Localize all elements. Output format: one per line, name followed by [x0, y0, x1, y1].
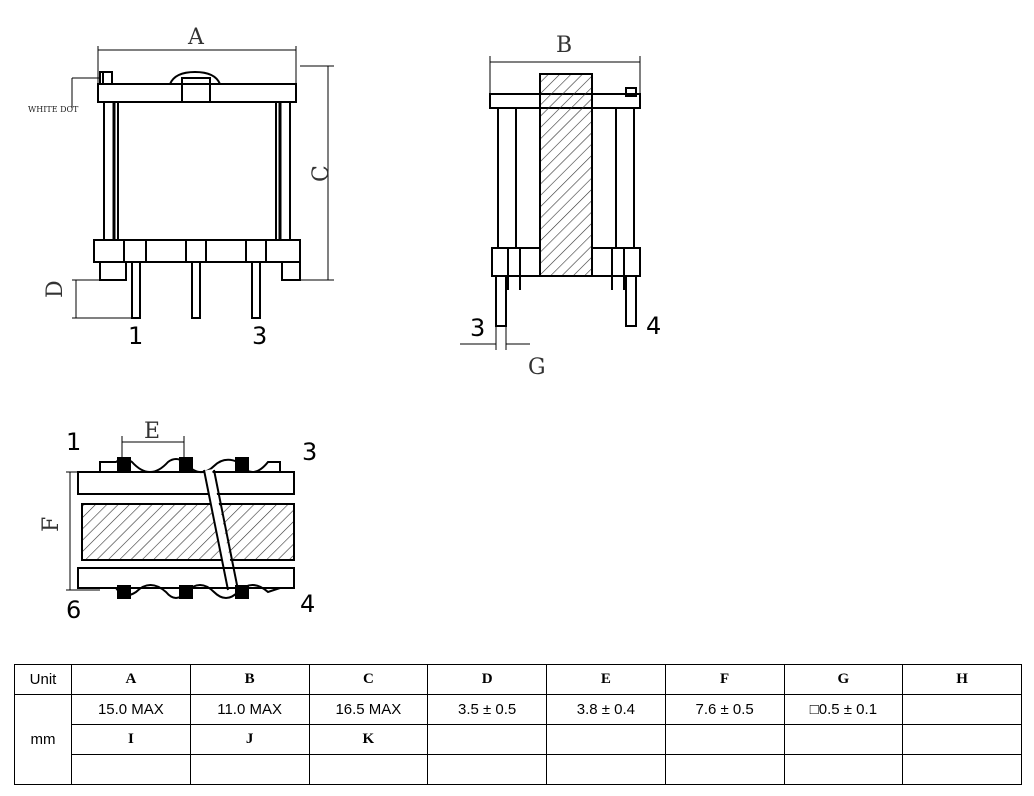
- table-cell: 3.8 ± 0.4: [546, 694, 666, 725]
- col-header: J: [189, 724, 310, 755]
- front-pin-1: 1: [128, 322, 143, 350]
- col-header: I: [71, 724, 191, 755]
- col-header: G: [783, 664, 904, 695]
- unit-header: Unit: [14, 664, 72, 695]
- dim-label-c: C: [309, 165, 334, 182]
- table-cell: [902, 754, 1022, 785]
- front-view: A WHITE DOT C: [28, 25, 334, 350]
- col-header: [902, 724, 1022, 755]
- col-header: H: [902, 664, 1022, 695]
- bottom-pin-6: 6: [66, 596, 81, 624]
- col-header: B: [189, 664, 310, 695]
- table-cell: [546, 754, 666, 785]
- col-header: [427, 724, 547, 755]
- dim-label-g: G: [528, 355, 546, 380]
- col-header: [783, 724, 904, 755]
- side-view: B G 3 4: [460, 33, 661, 380]
- col-header: C: [308, 664, 429, 695]
- dim-label-a: A: [187, 25, 205, 50]
- unit-value: mm: [14, 694, 72, 785]
- dimension-table: Unit A B C D E F G H mm 15.0 MAX 11.0 MA…: [14, 664, 1022, 785]
- table-cell: [71, 754, 191, 785]
- table-cell: [427, 754, 547, 785]
- table-row: I J K: [15, 724, 1022, 755]
- table-cell: [189, 754, 310, 785]
- dim-label-e: E: [144, 419, 160, 444]
- side-pin-3: 3: [470, 314, 485, 342]
- table-cell: 15.0 MAX: [71, 694, 191, 725]
- table-cell: 3.5 ± 0.5: [427, 694, 547, 725]
- dim-label-f: F: [39, 517, 64, 532]
- col-header: A: [71, 664, 191, 695]
- white-dot-label: WHITE DOT: [28, 105, 79, 114]
- table-cell: 11.0 MAX: [189, 694, 310, 725]
- table-cell: [783, 754, 904, 785]
- side-pin-4: 4: [646, 312, 661, 340]
- col-header: E: [546, 664, 666, 695]
- table-cell: [308, 754, 429, 785]
- col-header: [546, 724, 666, 755]
- col-header: D: [427, 664, 547, 695]
- bottom-pin-4: 4: [300, 590, 315, 618]
- col-header: K: [308, 724, 429, 755]
- front-pin-3: 3: [252, 322, 267, 350]
- table-cell: 7.6 ± 0.5: [664, 694, 785, 725]
- dim-label-d: D: [43, 280, 68, 298]
- table-cell: [902, 694, 1022, 725]
- col-header: F: [664, 664, 785, 695]
- table-row: [15, 754, 1022, 785]
- bottom-view: E F 1 3 6 4: [39, 419, 317, 624]
- table-cell: □0.5 ± 0.1: [783, 694, 904, 725]
- table-row: Unit A B C D E F G H: [14, 664, 1022, 695]
- table-cell: [664, 754, 785, 785]
- table-row: mm 15.0 MAX 11.0 MAX 16.5 MAX 3.5 ± 0.5 …: [14, 694, 1022, 785]
- dim-label-b: B: [556, 33, 572, 58]
- table-cell: 16.5 MAX: [308, 694, 429, 725]
- bobbin-drawings: A WHITE DOT C: [28, 25, 661, 624]
- col-header: [664, 724, 785, 755]
- bottom-pin-3: 3: [302, 438, 317, 466]
- bottom-pin-1: 1: [66, 428, 81, 456]
